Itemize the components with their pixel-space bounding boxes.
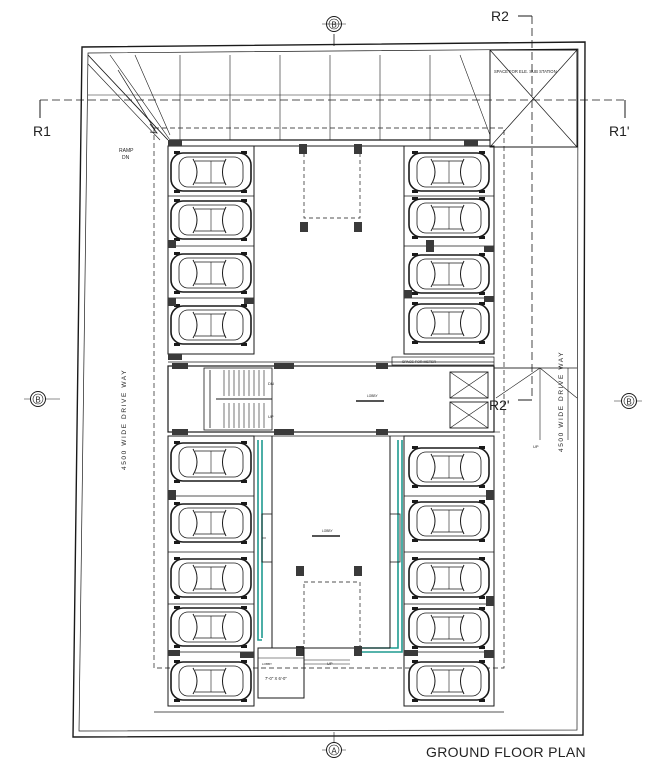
right-ramp-up: UP	[533, 444, 539, 449]
stair-dn-label: DN	[268, 381, 274, 386]
parking-car	[170, 303, 252, 347]
substation-box	[489, 49, 578, 148]
entrance-lobby-label: LOBBY	[262, 662, 272, 666]
ramp-zone	[87, 54, 491, 141]
columns-left-bottom	[168, 490, 254, 658]
parking-car	[408, 499, 490, 543]
parking-car	[408, 606, 490, 650]
parking-bank-left-top	[167, 145, 255, 355]
entrance-box	[257, 647, 350, 699]
columns-core	[172, 363, 388, 435]
meter-space-label: SPACE FOR METER	[402, 360, 436, 364]
parking-car	[170, 659, 252, 703]
driveway-right-label: 4500 WIDE DRIVE WAY	[558, 351, 565, 452]
parking-car	[408, 150, 490, 194]
section-r2-label: R2	[491, 8, 509, 24]
section-line-r1: R1 R1'	[33, 99, 630, 139]
central-bottom-lobby	[261, 436, 401, 649]
grid-marker-b-left: B	[24, 391, 60, 407]
section-r2-prime-label: R2'	[489, 397, 510, 413]
parking-car	[170, 150, 252, 194]
substation-label: SPACE FOR ELE. SUB STATION	[494, 69, 557, 74]
ramp-direction: DN	[122, 155, 130, 161]
staircase	[209, 370, 272, 428]
right-ramp	[494, 367, 578, 440]
driveway-left-label: 4500 WIDE DRIVE WAY	[121, 369, 128, 470]
svg-text:LOBBY: LOBBY	[367, 394, 379, 398]
parking-car	[408, 252, 490, 296]
grid-marker-b-right: B	[614, 393, 642, 409]
grid-b-right-label: B	[626, 398, 631, 407]
columns-right-bottom	[404, 490, 494, 658]
grid-a-bottom-label: A	[331, 747, 337, 756]
teal-service-lines	[257, 440, 403, 653]
lobby-text-core: LOBBY	[356, 394, 384, 402]
grid-marker-b-top: B	[322, 16, 346, 46]
parking-car	[408, 196, 490, 240]
parking-car	[170, 440, 252, 484]
lift-size-label: 7'-0" X 6'-0"	[265, 676, 287, 681]
parking-car	[408, 659, 490, 703]
grid-b-left-label: B	[35, 396, 40, 405]
columns-left-top	[168, 140, 254, 360]
plot-boundary	[72, 41, 586, 738]
core-band	[167, 356, 495, 437]
grid-b-top-label: B	[331, 21, 336, 30]
section-r1-prime-label: R1'	[609, 123, 630, 139]
lobby-text-center: LOBBY	[312, 529, 340, 537]
svg-text:LOBBY: LOBBY	[322, 529, 334, 533]
drawing-title: GROUND FLOOR PLAN	[426, 744, 586, 760]
central-top-area	[254, 145, 404, 219]
parking-car	[408, 301, 490, 345]
entrance-column	[296, 648, 302, 654]
columns-center-top	[299, 144, 362, 232]
grid-marker-a-bottom: A	[322, 732, 346, 758]
parking-car	[408, 556, 490, 600]
parking-car	[170, 556, 252, 600]
lift-shafts	[449, 371, 489, 429]
entrance-up-label: UP	[327, 661, 333, 666]
columns-center-bottom	[296, 566, 362, 656]
section-r1-label: R1	[33, 123, 51, 139]
parking-bank-right-bottom	[403, 435, 495, 707]
parking-car	[408, 445, 490, 489]
parking-car	[170, 251, 252, 295]
parking-car	[170, 501, 252, 545]
columns-right-top	[404, 140, 494, 302]
ramp-label: RAMP	[119, 148, 134, 154]
stair-up-label: UP	[268, 414, 274, 419]
parking-bank-left-bottom	[167, 435, 255, 707]
building-outline	[153, 127, 505, 669]
parking-car	[170, 605, 252, 649]
parking-car	[170, 198, 252, 242]
